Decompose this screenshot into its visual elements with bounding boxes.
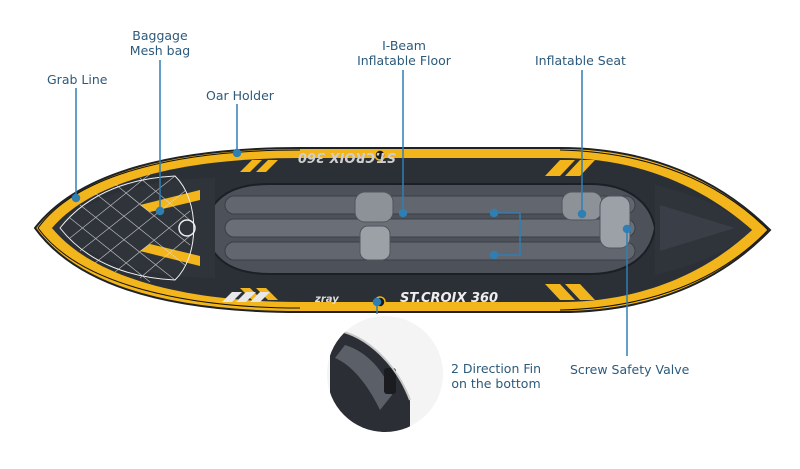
grab-line-label: Grab Line [47,72,108,87]
ibeam-floor-label: I-Beam Inflatable Floor [352,38,456,68]
baggage-mesh-bag-label: Baggage Mesh bag [128,28,192,58]
baggage-label-line1: Baggage [132,28,188,43]
zray-logo-icon [178,219,196,237]
baggage-label-line2: Mesh bag [129,43,191,58]
inflatable-seat-front [354,191,394,261]
inflatable-seat-label: Inflatable Seat [535,53,626,68]
model-text-bottom: ST.CROIX 360 [400,291,498,306]
model-text-top: ST.CROIX 360 [298,149,396,164]
ibeam-label-line1: I-Beam [382,38,426,53]
direction-fin-label: 2 Direction Fin on the bottom [446,361,546,391]
oar-holder-label: Oar Holder [206,88,274,103]
leader-lines [71,60,632,356]
ibeam-label-line2: Inflatable Floor [357,53,451,68]
kayak-image: ST.CROIX 360 ST.CROIX 360 zray [33,147,772,313]
fin-label-line2: on the bottom [451,376,541,391]
screw-safety-valve-label: Screw Safety Valve [570,362,690,377]
logo-text: zray [314,294,339,305]
fin-closeup-image [327,316,443,432]
fin-label-line1: 2 Direction Fin [450,361,542,376]
